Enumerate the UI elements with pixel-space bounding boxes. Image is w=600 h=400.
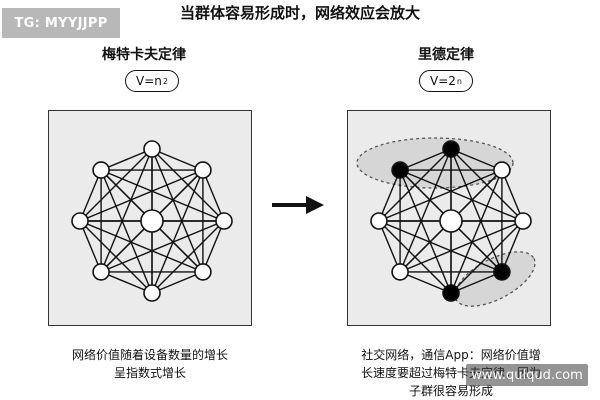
center-node — [439, 209, 463, 233]
network-edge — [202, 220, 225, 273]
network-edge — [501, 169, 524, 222]
network-edge — [399, 220, 452, 273]
center-node — [140, 209, 164, 233]
subgroup-bottom-right — [454, 251, 536, 307]
network-edge — [151, 148, 204, 171]
metcalfe-caption-line: 网络价值随着设备数量的增长 — [71, 348, 228, 362]
reed-formula-exponent: n — [456, 76, 462, 86]
subgroup-node — [493, 263, 511, 281]
reed-caption-line: 社交网络，通信App：网络价值增 — [361, 348, 541, 362]
subgroup-node — [391, 161, 409, 179]
right-arrow-icon — [272, 196, 324, 214]
network-edge — [100, 169, 153, 222]
network-edge — [100, 148, 153, 171]
network-node — [143, 284, 161, 302]
network-edge — [450, 271, 503, 294]
network-edge — [100, 220, 153, 273]
reed-network-diagram — [356, 137, 536, 307]
network-edge — [399, 169, 452, 222]
metcalfe-network-panel — [48, 110, 252, 326]
network-edge — [151, 271, 204, 294]
network-node — [92, 263, 110, 281]
network-edge — [378, 169, 401, 222]
metcalfe-network-diagram — [71, 140, 233, 302]
reed-caption-line: 子群很容易形成 — [408, 384, 493, 398]
network-edge — [79, 220, 102, 273]
network-node — [143, 140, 161, 158]
network-node — [514, 212, 532, 230]
network-edge — [202, 169, 225, 222]
network-node — [71, 212, 89, 230]
network-edge — [399, 148, 452, 171]
network-edge — [100, 169, 225, 222]
network-node — [391, 263, 409, 281]
network-edge — [450, 220, 503, 273]
network-node — [215, 212, 233, 230]
network-edge — [450, 148, 503, 171]
network-edge — [79, 169, 102, 222]
network-node — [493, 161, 511, 179]
network-edge — [151, 220, 204, 273]
page-title: 当群体容易形成时，网络效应会放大 — [179, 4, 420, 22]
subgroup-node — [442, 284, 460, 302]
metcalfe-formula-exponent: 2 — [162, 76, 168, 86]
reed-network-panel — [347, 110, 551, 326]
metcalfe-law-title: 梅特卡夫定律 — [102, 47, 186, 63]
site-watermark: www.qulqud.com — [466, 364, 588, 386]
watermark-badge: TG: MYYJJPP — [2, 8, 120, 38]
network-edge — [399, 169, 452, 294]
reed-formula-base: V=2 — [430, 74, 456, 88]
reed-law-title: 里德定律 — [418, 47, 474, 63]
network-edge — [378, 220, 401, 273]
subgroup-node — [442, 140, 460, 158]
network-edge — [100, 169, 153, 294]
network-edge — [450, 169, 503, 222]
metcalfe-caption-line: 呈指数式增长 — [113, 366, 186, 380]
network-node — [194, 263, 212, 281]
network-edge — [399, 271, 452, 294]
network-node — [370, 212, 388, 230]
network-edge — [100, 271, 153, 294]
metcalfe-formula-base: V=n — [136, 74, 162, 88]
network-node — [92, 161, 110, 179]
metcalfe-caption: 网络价值随着设备数量的增长 呈指数式增长 — [40, 346, 260, 382]
network-edge — [501, 220, 524, 273]
subgroup-top — [356, 137, 514, 189]
network-node — [194, 161, 212, 179]
network-edge — [399, 169, 524, 222]
network-edge — [151, 169, 204, 222]
